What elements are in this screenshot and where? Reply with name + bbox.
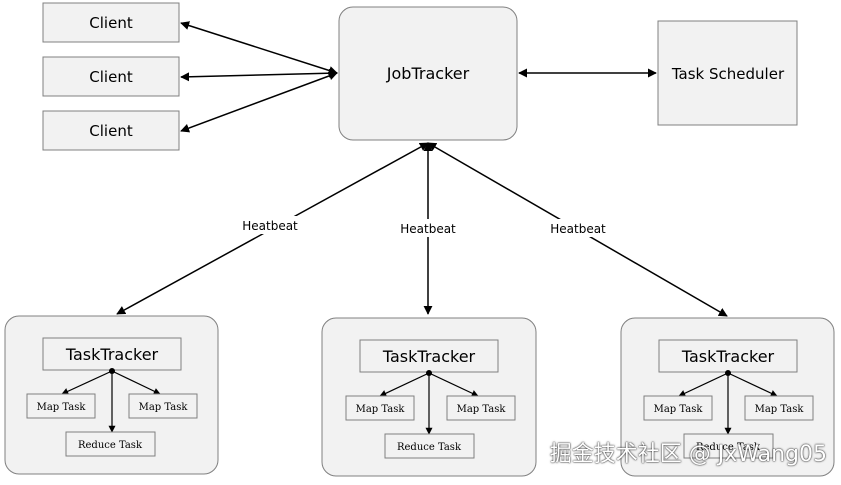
map-task-label: Map Task bbox=[37, 402, 87, 413]
heartbeat-label-bg-1 bbox=[239, 216, 301, 234]
tasktracker-label-3: TaskTracker bbox=[681, 347, 775, 366]
client-label-2: Client bbox=[89, 68, 133, 86]
map-task-label: Map Task bbox=[457, 404, 507, 415]
client-label-3: Client bbox=[89, 122, 133, 140]
client2-jobtracker-edge bbox=[180, 68, 338, 82]
reduce-task-box bbox=[384, 433, 475, 459]
reduce-task-box bbox=[683, 433, 774, 459]
task-scheduler-label: Task Scheduler bbox=[671, 65, 785, 83]
reduce-task-box bbox=[65, 431, 156, 457]
reduce-task-label: Reduce Task bbox=[78, 440, 143, 451]
watermark-text: 掘金技术社区 @ JxWang05 bbox=[549, 442, 827, 467]
client-node-2: Client bbox=[42, 56, 180, 97]
map-task-box bbox=[128, 393, 198, 419]
tasktracker-label-2: TaskTracker bbox=[382, 347, 476, 366]
heartbeat-label-bg-3 bbox=[547, 219, 609, 237]
map-task-box bbox=[643, 395, 713, 421]
map-task-box bbox=[446, 395, 516, 421]
heartbeat-label-3: Heatbeat bbox=[550, 222, 606, 236]
tasktracker-group-1: TaskTracker Map Task Map Task Reduce Tas… bbox=[4, 315, 219, 475]
reduce-task-label: Reduce Task bbox=[397, 442, 462, 453]
map-task-label: Map Task bbox=[139, 402, 189, 413]
tasktracker-group-3: TaskTracker Map Task Map Task Reduce Tas… bbox=[620, 317, 835, 477]
reduce-task-label: Reduce Task bbox=[696, 442, 761, 453]
client1-jobtracker-edge bbox=[180, 21, 338, 75]
client-node-3: Client bbox=[42, 110, 180, 151]
task-scheduler-node: Task Scheduler bbox=[657, 20, 798, 126]
jobtracker-node: JobTracker bbox=[338, 6, 518, 141]
heartbeat-label-bg-2 bbox=[397, 219, 459, 237]
map-task-label: Map Task bbox=[755, 404, 805, 415]
heartbeat-label-1: Heatbeat bbox=[242, 219, 298, 233]
map-task-label: Map Task bbox=[356, 404, 406, 415]
tasktracker-group-2: TaskTracker Map Task Map Task Reduce Tas… bbox=[321, 317, 537, 477]
map-task-box bbox=[744, 395, 814, 421]
map-task-box bbox=[345, 395, 415, 421]
map-task-label: Map Task bbox=[654, 404, 704, 415]
client3-jobtracker-edge bbox=[180, 71, 338, 133]
client-node-1: Client bbox=[42, 2, 180, 43]
jobtracker-label: JobTracker bbox=[386, 64, 470, 83]
client-label-1: Client bbox=[89, 14, 133, 32]
map-task-box bbox=[26, 393, 96, 419]
heartbeat-label-2: Heatbeat bbox=[400, 222, 456, 236]
tasktracker-label-1: TaskTracker bbox=[65, 345, 159, 364]
